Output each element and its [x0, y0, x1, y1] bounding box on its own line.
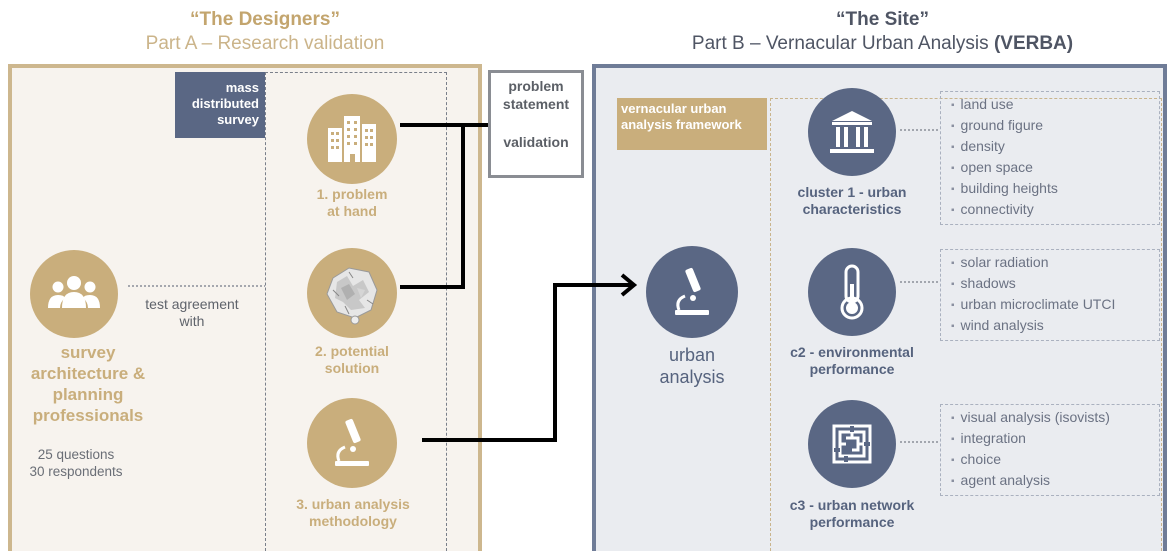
item-1-label-line-2: at hand — [327, 203, 377, 219]
framework-tag-line-1: vernacular urban — [621, 101, 727, 116]
list-item: shadows — [951, 274, 1159, 295]
cluster-2-label-line-2: performance — [809, 361, 895, 377]
list-item: integration — [951, 429, 1159, 450]
survey-label-line-4: professionals — [32, 406, 144, 425]
part-b-subtitle-text: Part B – Vernacular Urban Analysis — [691, 33, 994, 54]
validation-label: validation — [503, 134, 569, 150]
item-1-label-line-1: 1. problem — [316, 186, 388, 202]
item-2-label: 2. potential solution — [282, 343, 422, 377]
item-2-label-line-2: solution — [324, 360, 380, 376]
list-item: density — [951, 137, 1159, 158]
part-a-title: “The Designers” — [190, 9, 340, 30]
test-agreement-line-2: with — [179, 313, 205, 329]
item-1-label: 1. problem at hand — [282, 186, 422, 220]
mass-survey-tag-line-1: mass — [225, 80, 259, 95]
test-agreement-label: test agreement with — [130, 296, 254, 330]
microscope-icon — [307, 398, 397, 488]
framework-tag: vernacular urban analysis framework — [617, 98, 767, 150]
urban-analysis-microscope-icon — [646, 246, 738, 338]
list-item: solar radiation — [951, 253, 1159, 274]
part-a-subtitle: Part A – Research validation — [145, 33, 385, 54]
test-agreement-line-1: test agreement — [145, 296, 239, 312]
list-item: wind analysis — [951, 316, 1159, 337]
buildings-icon — [307, 94, 397, 184]
cluster-1-label-line-1: cluster 1 - urban — [797, 184, 907, 200]
survey-details: 25 questions 30 respondents — [16, 446, 136, 480]
list-item: ground figure — [951, 116, 1159, 137]
arrow-methodology-to-analysis — [422, 283, 632, 442]
arrow-methodology-to-analysis-head — [620, 273, 638, 297]
item-2-label-line-1: 2. potential — [315, 343, 389, 359]
list-item: land use — [951, 95, 1159, 116]
cluster-1-label-line-2: characteristics — [802, 201, 902, 217]
cluster-3-list: visual analysis (isovists) integration c… — [940, 404, 1160, 496]
list-item: connectivity — [951, 200, 1159, 221]
cluster-2-list: solar radiation shadows urban microclima… — [940, 249, 1160, 341]
part-b-subtitle: Part B – Vernacular Urban Analysis (VERB… — [600, 32, 1165, 56]
part-b-header: “The Site” Part B – Vernacular Urban Ana… — [600, 8, 1165, 56]
part-a-header: “The Designers” Part A – Research valida… — [100, 8, 430, 56]
problem-statement-line-1: problem — [508, 78, 564, 94]
part-b-subtitle-acronym: (VERBA) — [993, 33, 1074, 54]
list-item: urban microclimate UTCI — [951, 295, 1159, 316]
framework-tag-line-2: analysis framework — [621, 117, 742, 132]
arrow-solution-to-statement — [400, 125, 465, 289]
mass-survey-tag: mass distributed survey — [175, 72, 265, 138]
survey-label-line-1: survey — [60, 343, 116, 362]
site-model-icon — [307, 248, 397, 338]
list-item: building heights — [951, 179, 1159, 200]
survey-group-icon — [30, 250, 118, 338]
survey-respondents-count: 30 respondents — [29, 464, 123, 479]
problem-statement-box: problem statement validation — [488, 70, 584, 178]
item-3-label-line-1: 3. urban analysis — [296, 496, 410, 512]
cluster-3-label-line-2: performance — [809, 514, 895, 530]
cluster-3-label-line-1: c3 - urban network — [789, 497, 915, 513]
problem-statement-line-2: statement — [502, 96, 570, 112]
maze-icon — [808, 400, 896, 488]
list-item: agent analysis — [951, 471, 1159, 492]
urban-analysis-label-line-1: urban — [668, 345, 716, 365]
list-item: visual analysis (isovists) — [951, 408, 1159, 429]
cluster-2-label-line-1: c2 - environmental — [790, 344, 914, 360]
cluster-1-label: cluster 1 - urban characteristics — [775, 184, 929, 218]
mass-survey-tag-line-3: survey — [217, 112, 259, 127]
list-item: choice — [951, 450, 1159, 471]
institution-icon — [808, 88, 896, 176]
survey-label-line-3: planning — [52, 385, 124, 404]
urban-analysis-label-line-2: analysis — [659, 367, 725, 387]
mass-survey-tag-line-2: distributed — [191, 96, 259, 111]
cluster-3-label: c3 - urban network performance — [770, 497, 934, 531]
cluster-2-label: c2 - environmental performance — [770, 344, 934, 378]
item-3-label-line-2: methodology — [309, 513, 397, 529]
survey-questions-count: 25 questions — [37, 447, 115, 462]
cluster-1-list: land use ground figure density open spac… — [940, 91, 1160, 225]
survey-label-line-2: architecture & — [30, 364, 146, 383]
survey-label: survey architecture & planning professio… — [20, 342, 156, 426]
item-3-label: 3. urban analysis methodology — [268, 496, 438, 530]
urban-analysis-label: urban analysis — [632, 344, 752, 388]
part-b-title: “The Site” — [836, 9, 929, 30]
thermometer-icon — [808, 248, 896, 336]
list-item: open space — [951, 158, 1159, 179]
